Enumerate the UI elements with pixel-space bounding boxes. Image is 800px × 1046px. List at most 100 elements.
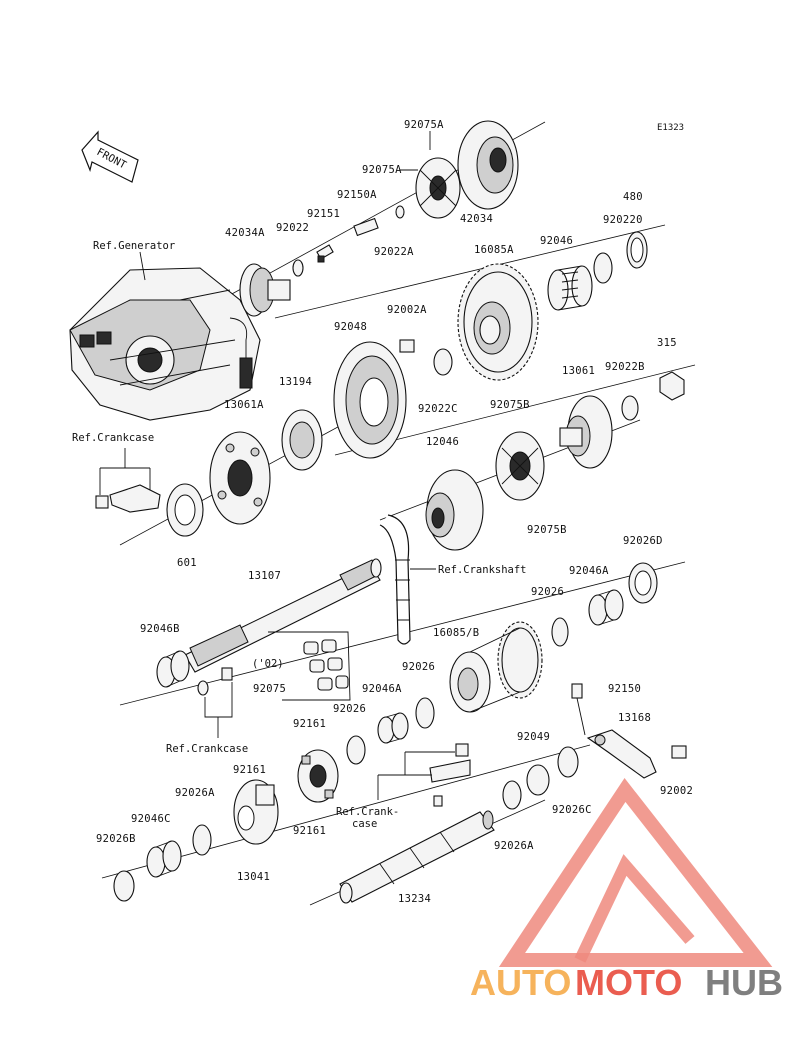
watermark-logo: AUTO MOTO HUB (470, 778, 783, 1003)
label-92046A-mid: 92046A (362, 683, 402, 695)
label-92075B-top: 92075B (490, 399, 530, 411)
label-42034: 42034 (460, 213, 493, 225)
label-92026-low: 92026 (333, 703, 366, 715)
front-arrow-icon: FRONT (81, 130, 139, 183)
label-92049: 92049 (517, 731, 550, 743)
label-13234: 13234 (398, 893, 431, 905)
bearing-92026D (628, 562, 658, 604)
label-601: 601 (177, 557, 197, 569)
label-92022A: 92022A (374, 246, 414, 258)
needle-bearing-92046C (146, 840, 182, 878)
hub-13061 (559, 395, 613, 469)
label-92022: 92022 (276, 222, 309, 234)
label-92026A-right: 92026A (494, 840, 534, 852)
label-13061: 13061 (562, 365, 595, 377)
bearing-601 (166, 483, 204, 537)
needle-bearing-92046 (547, 265, 593, 311)
bolt-92002A (399, 339, 415, 353)
plate-92048 (333, 341, 407, 459)
gear-16085A (457, 263, 539, 381)
label-92075A: 92075A (362, 164, 402, 176)
generator-assembly (69, 267, 261, 421)
label-16085B: 16085/B (433, 627, 479, 639)
label-13107: 13107 (248, 570, 281, 582)
label-13041: 13041 (237, 871, 270, 883)
label-92022B: 92022B (605, 361, 645, 373)
label-92161-b: 92161 (233, 764, 266, 776)
crankcase-bracket-top (95, 484, 161, 513)
washer-92026-mid (415, 697, 435, 729)
circlip-480 (626, 231, 648, 269)
crankcase-bracket-mid (429, 743, 471, 807)
shaft-13107 (184, 558, 382, 673)
label-92026D: 92026D (623, 535, 663, 547)
label-315: 315 (657, 337, 677, 349)
label-480: 480 (623, 191, 643, 203)
bearing-92026C (557, 746, 579, 778)
washer-92022B (621, 395, 639, 421)
washer-92026A-left (192, 824, 212, 856)
nut-315 (659, 371, 685, 401)
crankcase-bracket-bottom (197, 667, 233, 696)
washer-92026A-right (502, 780, 522, 810)
bolt-92002 (671, 745, 687, 759)
label-92150: 92150 (608, 683, 641, 695)
label-92161-c: 92161 (293, 825, 326, 837)
label-92022C: 92022C (418, 403, 458, 415)
hub-13041 (233, 779, 279, 845)
washer-920220 (593, 252, 613, 284)
sprocket-12046 (425, 469, 484, 551)
bolt-92150 (571, 683, 583, 699)
lever-13168 (586, 729, 657, 779)
diagram-code: E1323 (657, 123, 684, 133)
label-92026-right: 92026 (531, 586, 564, 598)
hub-13061A (209, 431, 271, 525)
damper-92075B (495, 431, 545, 501)
label-92075B-bottom: 92075B (527, 524, 567, 536)
watermark-moto: MOTO (575, 962, 682, 1003)
label-92150A: 92150A (337, 189, 377, 201)
label-92048: 92048 (334, 321, 367, 333)
label-92002: 92002 (660, 785, 693, 797)
crankshaft-chain (379, 514, 411, 645)
label-12046: 12046 (426, 436, 459, 448)
washer-92022 (292, 259, 304, 277)
label-92075: 92075 (253, 683, 286, 695)
part-labels: 92075A 92075A 92150A 92151 92022 42034A … (96, 119, 693, 905)
watermark-auto: AUTO (470, 962, 571, 1003)
label-92161-a: 92161 (293, 718, 326, 730)
watermark-hub: HUB (705, 962, 783, 1003)
washer-92026B (113, 870, 135, 902)
washer-92022A (395, 205, 405, 219)
label-92026B: 92026B (96, 833, 136, 845)
needle-bearing-92046A-right (588, 589, 624, 626)
ref-crankcase-mid-2: case (352, 818, 377, 830)
damper-92075A (415, 157, 461, 219)
year-note: ('02) (252, 658, 284, 670)
gear-16085B (449, 621, 543, 713)
bolt-92151 (316, 244, 334, 263)
ref-crankcase-top: Ref.Crankcase (72, 432, 154, 444)
ref-crankshaft: Ref.Crankshaft (438, 564, 527, 576)
ref-crankcase-bottom: Ref.Crankcase (166, 743, 248, 755)
label-92151: 92151 (307, 208, 340, 220)
gear-13194 (281, 409, 323, 471)
label-92046C: 92046C (131, 813, 171, 825)
label-13061A: 13061A (224, 399, 264, 411)
ref-crankcase-mid-1: Ref.Crank- (336, 806, 399, 818)
label-92046B: 92046B (140, 623, 180, 635)
label-92046A-right: 92046A (569, 565, 609, 577)
washer-92026-right (551, 617, 569, 647)
washer-92026-low (346, 735, 366, 765)
needle-bearing-92046B (156, 650, 190, 688)
label-92026A-left: 92026A (175, 787, 215, 799)
washer-92022C (433, 348, 453, 376)
damper-set-92075-box (268, 631, 351, 701)
hub-42034 (457, 120, 519, 210)
shaft-13234 (339, 810, 495, 904)
label-92026-mid: 92026 (402, 661, 435, 673)
label-92075A-top: 92075A (404, 119, 444, 131)
starter-clutch-42034A (239, 263, 291, 317)
needle-bearing-92046A-mid (377, 712, 409, 744)
label-92046: 92046 (540, 235, 573, 247)
